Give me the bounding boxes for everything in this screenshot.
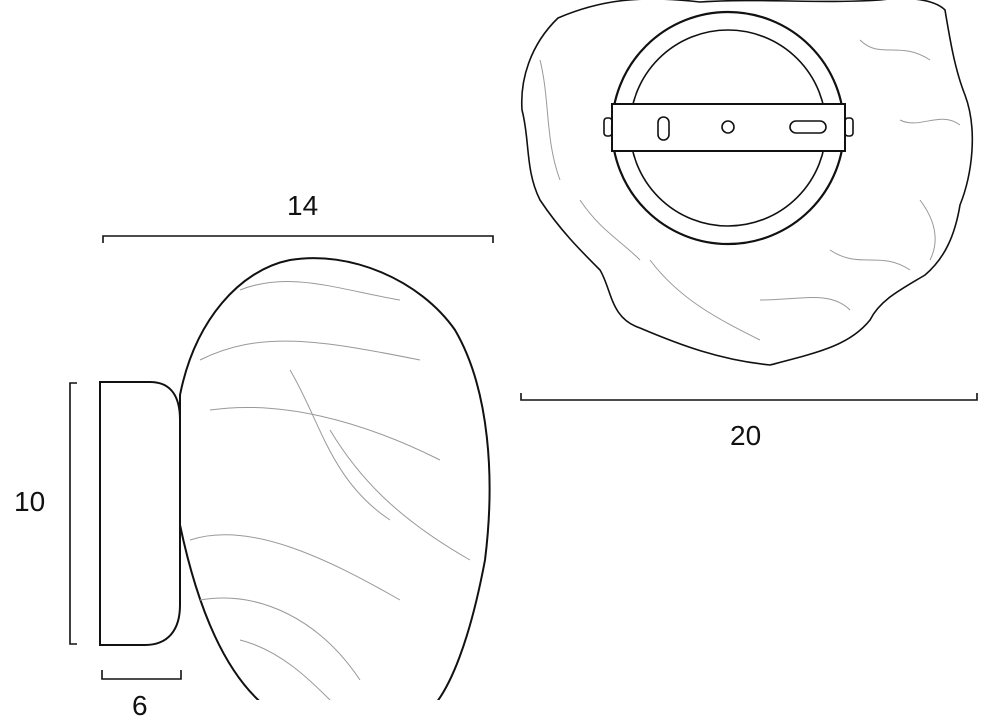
- mount-bar: [611, 103, 846, 152]
- center-hole: [721, 120, 735, 134]
- side-view-globe-outline: [179, 257, 491, 700]
- dimension-label-depth: 6: [132, 690, 148, 721]
- wall-plate: [99, 381, 181, 646]
- dim-line-depth: [101, 670, 182, 680]
- dimension-label-top-width: 20: [730, 420, 762, 451]
- slot-right: [789, 120, 827, 134]
- top-view-shade-outline: [520, 0, 974, 366]
- slot-left: [657, 116, 670, 141]
- dim-line-height: [69, 382, 77, 645]
- drawing: [69, 0, 978, 700]
- dimension-label-height: 10: [14, 486, 46, 517]
- dim-line-width-side: [102, 235, 494, 243]
- dimension-label-side-width: 14: [287, 190, 319, 221]
- dim-line-top-width: [520, 393, 978, 401]
